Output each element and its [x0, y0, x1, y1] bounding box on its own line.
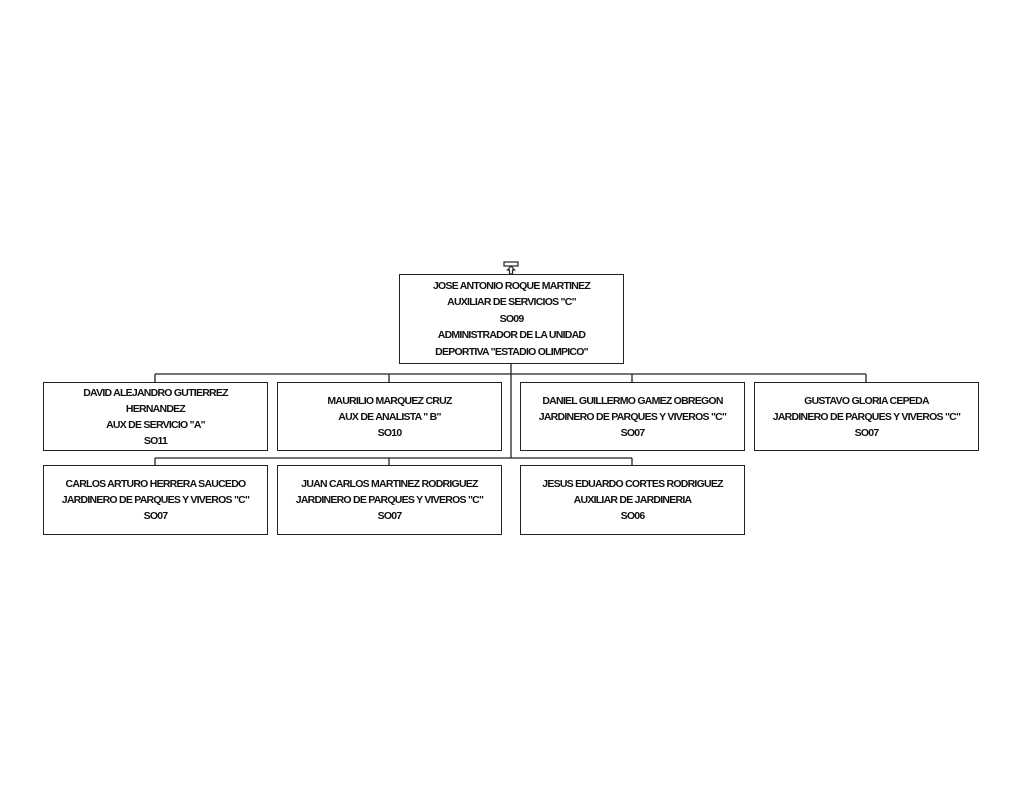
- chief-role-line-1: ADMINISTRADOR DE LA UNIDAD: [437, 329, 586, 342]
- staff-name: GUSTAVO GLORIA CEPEDA: [804, 394, 929, 407]
- staff-position: AUX DE ANALISTA " B": [338, 410, 441, 423]
- staff-node[interactable]: DANIEL GUILLERMO GAMEZ OBREGON JARDINERO…: [520, 382, 745, 451]
- staff-node[interactable]: MAURILIO MARQUEZ CRUZ AUX DE ANALISTA " …: [277, 382, 502, 451]
- staff-code: SO07: [854, 426, 880, 439]
- staff-code: SO06: [620, 510, 646, 522]
- staff-node[interactable]: DAVID ALEJANDRO GUTIERREZ HERNANDEZ AUX …: [43, 382, 268, 451]
- staff-position: JARDINERO DE PARQUES Y VIVEROS "C": [61, 494, 250, 506]
- staff-code: SO07: [620, 426, 646, 439]
- collapse-arrow-icon[interactable]: [503, 261, 519, 275]
- staff-position: AUXILIAR DE JARDINERIA: [573, 494, 692, 506]
- chief-code: SO09: [499, 312, 525, 325]
- chief-name: JOSE ANTONIO ROQUE MARTINEZ: [432, 279, 591, 292]
- staff-node[interactable]: JESUS EDUARDO CORTES RODRIGUEZ AUXILIAR …: [520, 465, 745, 535]
- staff-node[interactable]: CARLOS ARTURO HERRERA SAUCEDO JARDINERO …: [43, 465, 268, 535]
- staff-code: SO07: [377, 510, 403, 522]
- staff-node[interactable]: JUAN CARLOS MARTINEZ RODRIGUEZ JARDINERO…: [277, 465, 502, 535]
- staff-position: AUX DE SERVICIO "A": [106, 418, 206, 431]
- staff-code: SO10: [377, 426, 403, 439]
- chief-role-line-2: DEPORTIVA "ESTADIO OLIMPICO": [435, 345, 588, 358]
- staff-code: SO07: [143, 510, 169, 522]
- chief-node[interactable]: JOSE ANTONIO ROQUE MARTINEZ AUXILIAR DE …: [399, 274, 624, 364]
- staff-name: DAVID ALEJANDRO GUTIERREZ HERNANDEZ: [83, 386, 228, 415]
- staff-name: MAURILIO MARQUEZ CRUZ: [327, 394, 452, 407]
- staff-name: DANIEL GUILLERMO GAMEZ OBREGON: [542, 394, 723, 407]
- staff-name: CARLOS ARTURO HERRERA SAUCEDO: [65, 478, 247, 490]
- staff-position: JARDINERO DE PARQUES Y VIVEROS "C": [538, 410, 727, 423]
- staff-node[interactable]: GUSTAVO GLORIA CEPEDA JARDINERO DE PARQU…: [754, 382, 979, 451]
- staff-name: JUAN CARLOS MARTINEZ RODRIGUEZ: [301, 478, 478, 490]
- staff-name: JESUS EDUARDO CORTES RODRIGUEZ: [542, 478, 723, 490]
- staff-position: JARDINERO DE PARQUES Y VIVEROS "C": [772, 410, 961, 423]
- staff-code: SO11: [143, 434, 168, 447]
- staff-position: JARDINERO DE PARQUES Y VIVEROS "C": [295, 494, 484, 506]
- chief-position: AUXILIAR DE SERVICIOS "C": [447, 296, 576, 309]
